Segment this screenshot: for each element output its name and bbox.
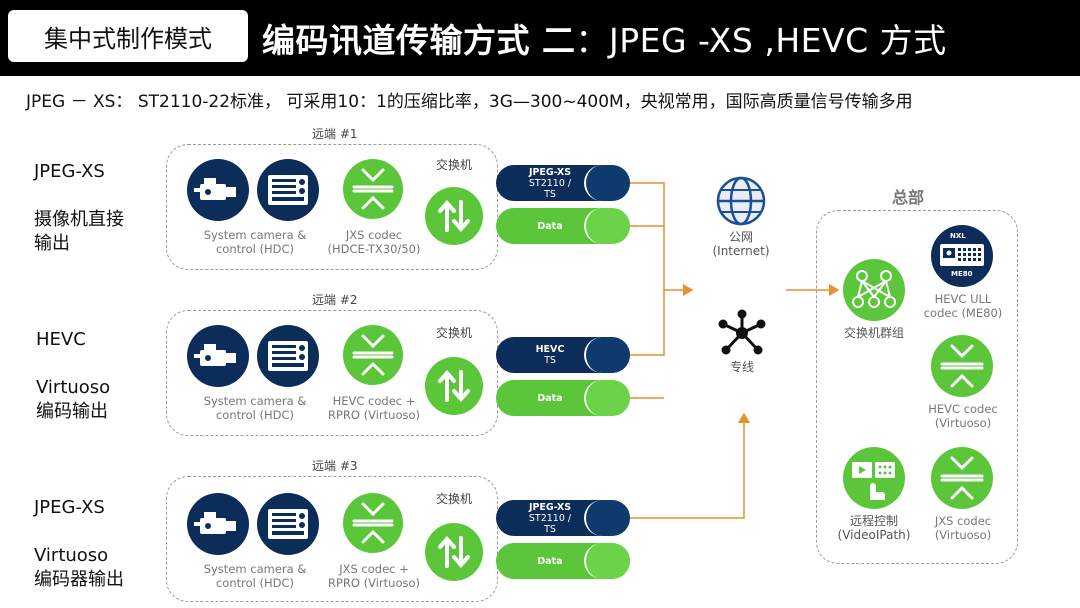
line-remote1-top	[630, 182, 665, 290]
switch-icon	[425, 357, 483, 415]
switch-icon	[425, 523, 483, 581]
remote-title-2: 远端 #2	[312, 293, 358, 307]
left-label-3-line2: Virtuoso	[34, 545, 109, 566]
jxs-codec-caption: JXS codec(Virtuoso)	[934, 514, 992, 542]
switch-label-3: 交换机	[436, 492, 473, 506]
camera-caption-1: System camera &control (HDC)	[203, 228, 307, 256]
remote-box-3	[166, 476, 498, 602]
globe-icon	[716, 176, 766, 226]
switch-group-icon	[843, 259, 905, 321]
switch-label-2: 交换机	[436, 326, 473, 340]
title-main: 编码讯道传输方式 二	[262, 21, 576, 60]
line-remote3	[630, 412, 750, 519]
camera-icon	[187, 493, 249, 555]
switch-icon	[425, 187, 483, 245]
dedicated-line-caption: 专线	[729, 360, 754, 374]
hevc-codec-icon	[931, 335, 993, 397]
page-title: 编码讯道传输方式 二：JPEG -XS ,HEVC 方式	[262, 14, 947, 62]
control-panel-icon	[257, 159, 319, 221]
description-text: JPEG － XS： ST2110-22标准， 可采用10：1的压缩比率，3G—…	[26, 92, 913, 112]
remote-title-1: 远端 #1	[312, 127, 358, 141]
network-hub-icon	[718, 309, 766, 355]
me80-device-icon	[931, 225, 993, 287]
switch-label-1: 交换机	[436, 158, 473, 172]
codec-icon	[343, 493, 403, 553]
left-label-2-line1: HEVC	[36, 329, 86, 350]
data-pill-3: Data	[496, 543, 630, 579]
left-label-2-line3: 编码输出	[36, 401, 108, 422]
hevc-codec-caption: HEVC codec(Virtuoso)	[928, 402, 998, 430]
internet-caption: 公网(Internet)	[712, 230, 770, 258]
remote-box-2	[166, 310, 498, 436]
codec-caption-3: JXS codec +RPRO (Virtuoso)	[328, 562, 420, 590]
camera-caption-2: System camera &control (HDC)	[203, 394, 307, 422]
me80-badge-top: NXL	[950, 232, 966, 240]
mode-label: 集中式制作模式	[8, 10, 248, 62]
remote-control-icon	[843, 447, 905, 509]
remote-title-3: 远端 #3	[312, 459, 358, 473]
title-suffix: ：JPEG -XS ,HEVC 方式	[575, 21, 947, 60]
camera-caption-3: System camera &control (HDC)	[203, 562, 307, 590]
left-label-3-line1: JPEG-XS	[34, 497, 105, 518]
remote-box-1	[166, 144, 498, 270]
switch-group-caption: 交换机群组	[843, 326, 904, 340]
codec-caption-1: JXS codec(HDCE-TX30/50)	[327, 228, 421, 256]
left-label-1-line1: JPEG-XS	[34, 161, 105, 182]
me80-badge-bottom: ME80	[951, 270, 973, 278]
control-panel-icon	[257, 493, 319, 555]
left-label-1-line3: 输出	[34, 233, 70, 254]
codec-caption-2: HEVC codec +RPRO (Virtuoso)	[328, 394, 420, 422]
hq-title: 总部	[892, 188, 925, 207]
camera-icon	[187, 159, 249, 221]
control-panel-icon	[257, 325, 319, 387]
hq-box	[816, 210, 1018, 564]
left-label-3-line3: 编码器输出	[34, 569, 124, 590]
data-pill-2: Data	[496, 380, 630, 416]
remote-control-caption: 远程控制(VideoIPath)	[837, 514, 911, 542]
codec-icon	[343, 325, 403, 385]
jxs-codec-icon	[931, 447, 993, 509]
header-bar: 集中式制作模式 编码讯道传输方式 二：JPEG -XS ,HEVC 方式	[0, 0, 1080, 76]
left-label-2-line2: Virtuoso	[36, 377, 111, 398]
camera-icon	[187, 325, 249, 387]
line-remote2-top	[630, 290, 665, 356]
left-label-1-line2: 摄像机直接	[34, 209, 124, 230]
data-pill-1: Data	[496, 208, 630, 244]
codec-icon	[343, 159, 403, 219]
